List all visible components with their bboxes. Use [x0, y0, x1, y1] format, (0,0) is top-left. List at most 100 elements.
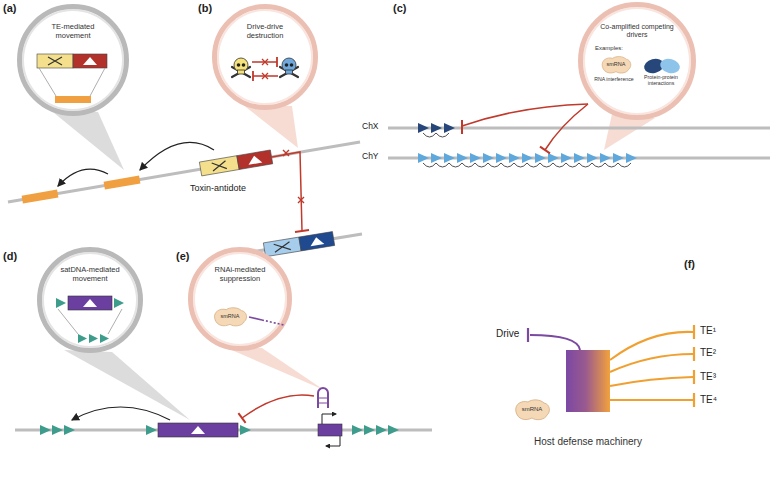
example-label: Protein-protein interactions — [639, 75, 683, 87]
suppression-line — [610, 354, 693, 372]
circle-title: RNAi-mediated suppression — [208, 266, 272, 283]
host-defense-box: Host defense machinery — [566, 350, 610, 412]
repeat-unit — [418, 123, 429, 133]
repeat-unit — [483, 153, 494, 163]
satdna-unit — [64, 425, 75, 435]
repeat-unit — [418, 153, 429, 163]
antidote-gene — [237, 150, 273, 170]
target-label: TE² — [700, 347, 716, 359]
repeat-array — [418, 123, 455, 133]
panel-letter: (b) — [198, 2, 212, 15]
repeat-unit — [444, 153, 455, 163]
blob-label: smRNA — [599, 61, 633, 67]
inhibition-line — [272, 152, 302, 231]
antidote-mark — [309, 236, 324, 246]
toxin-gene — [199, 156, 239, 176]
repeat-unit — [522, 153, 533, 163]
inhibition-bar — [461, 120, 463, 134]
inhibition-line — [545, 104, 588, 150]
te-copy — [22, 190, 59, 204]
drive-gene — [158, 423, 238, 437]
toxin-mark — [274, 242, 291, 252]
target-label: Drive — [496, 328, 519, 340]
repeat-unit — [561, 153, 572, 163]
repeat-unit — [613, 153, 624, 163]
circle-title: Drive-drive destruction — [232, 23, 298, 40]
panel-letter: (a) — [3, 2, 16, 15]
satdna-unit — [388, 425, 399, 435]
circle-title: Co-amplified competing drivers — [595, 23, 679, 39]
inhibition-line — [242, 395, 314, 418]
zoom-circle: satDNA-mediated movement — [37, 247, 143, 353]
suppression-line — [610, 332, 693, 360]
toxin-gene — [263, 237, 301, 257]
satdna-unit — [52, 425, 63, 435]
zoom-circle: Drive-drive destruction — [212, 4, 318, 110]
satdna-unit — [352, 425, 363, 435]
te-copy — [104, 176, 141, 190]
satdna-unit — [364, 425, 375, 435]
zoom-circle: Co-amplified competing driversExamples:R… — [578, 2, 696, 120]
repeat-unit — [431, 123, 442, 133]
repeat-unit — [470, 153, 481, 163]
repeat-unit — [587, 153, 598, 163]
target-label: TE³ — [700, 371, 716, 383]
zoom-circle: TE-mediated movement — [17, 4, 129, 116]
inhibition-line — [462, 104, 588, 126]
te-copy — [22, 190, 59, 204]
repeat-unit — [626, 153, 637, 163]
suppression-line — [610, 377, 693, 386]
antidote-mark — [247, 155, 262, 165]
target-label: TE¹ — [700, 325, 716, 337]
panel-letter: (d) — [3, 250, 17, 263]
transcription-arrow — [326, 436, 340, 446]
repeat-unit — [444, 123, 455, 133]
repeat-array — [418, 153, 637, 163]
repeat-arcs — [423, 163, 631, 167]
smrna-blob: smRNA — [512, 398, 552, 422]
panel-letter: (e) — [176, 250, 189, 263]
drive-mark — [191, 426, 205, 434]
movement-arrow — [58, 169, 108, 186]
toxin-mark — [212, 161, 227, 171]
movement-arrow — [140, 142, 214, 170]
cross-mark — [283, 150, 304, 203]
zoom-wedge — [48, 108, 124, 170]
zoom-circle: RNAi-mediated suppression smRNA — [188, 247, 292, 351]
inhibition-bar — [693, 325, 695, 407]
antidote-gene — [299, 232, 335, 251]
example-heading: Examples: — [595, 45, 645, 52]
repeat-unit — [535, 153, 546, 163]
drive-cassette — [263, 232, 334, 257]
box-caption: Host defense machinery — [488, 436, 688, 448]
hairpin-rna — [318, 388, 328, 408]
satdna-unit — [146, 425, 157, 435]
circle-title: satDNA-mediated movement — [57, 266, 123, 283]
satdna-unit — [240, 425, 251, 435]
repeat-unit — [574, 153, 585, 163]
repeat-unit — [496, 153, 507, 163]
transcription-arrow — [322, 414, 336, 424]
drive-cassette — [199, 150, 272, 176]
inhibition-bar — [238, 413, 245, 423]
inhibition-bar — [527, 328, 529, 342]
inhibition-bar — [295, 230, 309, 232]
zoom-wedge — [64, 350, 190, 420]
inhibition-bar — [540, 147, 550, 154]
satdna-unit — [40, 425, 51, 435]
circle-title: TE-mediated movement — [38, 23, 108, 40]
chromosome-label: ChY — [362, 152, 379, 162]
zoom-wedge — [242, 104, 298, 148]
panel-letter: (f) — [684, 258, 695, 271]
suppression-line — [610, 399, 693, 401]
repeat-unit — [457, 153, 468, 163]
suppressor-gene — [318, 424, 342, 436]
target-label: TE⁴ — [700, 394, 717, 406]
suppression-line — [530, 335, 580, 350]
repeat-unit — [548, 153, 559, 163]
smrna-blob: smRNA — [211, 306, 249, 328]
blob-label: smRNA — [512, 406, 552, 413]
te-copy — [104, 176, 141, 190]
chromosome — [8, 142, 360, 202]
